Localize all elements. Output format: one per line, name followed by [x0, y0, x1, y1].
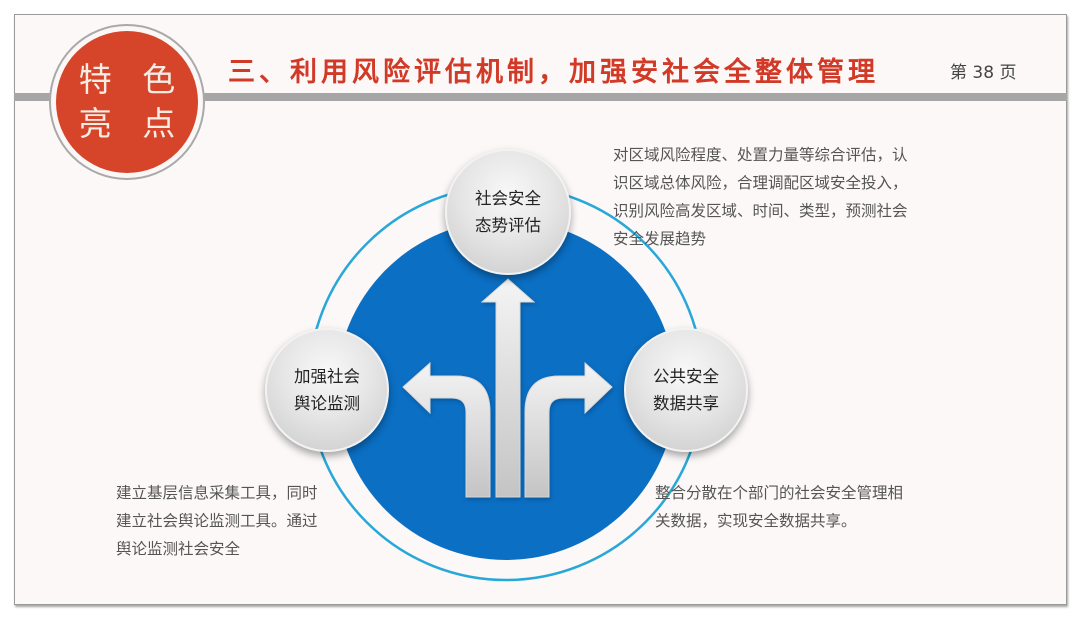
header-divider-bar — [14, 93, 1067, 101]
node-data-sharing: 公共安全 数据共享 — [624, 328, 748, 452]
page-number: 第 38 页 — [950, 63, 1017, 83]
desc-line: 对区域风险程度、处置力量等综合评估，认 — [613, 146, 908, 164]
node-situation-assessment: 社会安全 态势评估 — [445, 149, 571, 275]
desc-data-sharing: 整合分散在个部门的社会安全管理相 关数据，实现安全数据共享。 — [655, 479, 903, 535]
node-top-line-2: 态势评估 — [475, 216, 541, 235]
desc-line: 安全发展趋势 — [613, 230, 707, 248]
desc-opinion-monitoring: 建立基层信息采集工具，同时 建立社会舆论监测工具。通过 舆论监测社会安全 — [116, 479, 318, 563]
feature-badge: 特 色 亮 点 — [56, 31, 198, 173]
node-right-line-1: 公共安全 — [653, 367, 719, 386]
desc-line: 整合分散在个部门的社会安全管理相 — [655, 484, 904, 502]
desc-line: 建立社会舆论监测工具。通过 — [116, 512, 318, 530]
desc-line: 舆论监测社会安全 — [116, 540, 241, 558]
node-left-line-2: 舆论监测 — [294, 394, 360, 413]
three-way-arrows-icon — [402, 278, 613, 498]
slide-title: 三、利用风险评估机制，加强安社会全整体管理 — [228, 57, 879, 88]
desc-line: 建立基层信息采集工具，同时 — [116, 484, 318, 502]
desc-line: 识区域总体风险，合理调配区域安全投入， — [613, 174, 908, 192]
badge-line-1: 特 色 — [78, 60, 186, 99]
desc-situation-assessment: 对区域风险程度、处置力量等综合评估，认 识区域总体风险，合理调配区域安全投入， … — [613, 141, 908, 253]
desc-line: 关数据，实现安全数据共享。 — [655, 512, 857, 530]
node-left-line-1: 加强社会 — [294, 367, 360, 386]
badge-line-2: 亮 点 — [78, 104, 186, 143]
node-opinion-monitoring: 加强社会 舆论监测 — [265, 328, 389, 452]
node-right-line-2: 数据共享 — [653, 394, 719, 413]
node-top-line-1: 社会安全 — [475, 189, 541, 208]
desc-line: 识别风险高发区域、时间、类型，预测社会 — [613, 202, 908, 220]
